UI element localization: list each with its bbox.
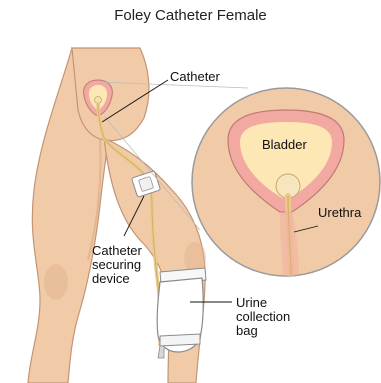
left-knee: [44, 264, 68, 300]
label-urine-bag-line-2: collection: [236, 310, 290, 324]
urine-collection-bag: [157, 268, 206, 358]
label-urethra: Urethra: [318, 206, 361, 220]
label-catheter: Catheter: [170, 70, 220, 84]
label-urine-bag: Urine collection bag: [236, 296, 290, 338]
magnified-view: [192, 88, 380, 290]
label-urine-bag-line-3: bag: [236, 324, 290, 338]
label-securing-device-line-2: securing: [92, 258, 142, 272]
label-securing-device-line-1: Catheter: [92, 244, 142, 258]
label-securing-device: Catheter securing device: [92, 244, 142, 286]
label-urine-bag-line-1: Urine: [236, 296, 290, 310]
label-bladder: Bladder: [262, 138, 307, 152]
label-securing-device-line-3: device: [92, 272, 142, 286]
